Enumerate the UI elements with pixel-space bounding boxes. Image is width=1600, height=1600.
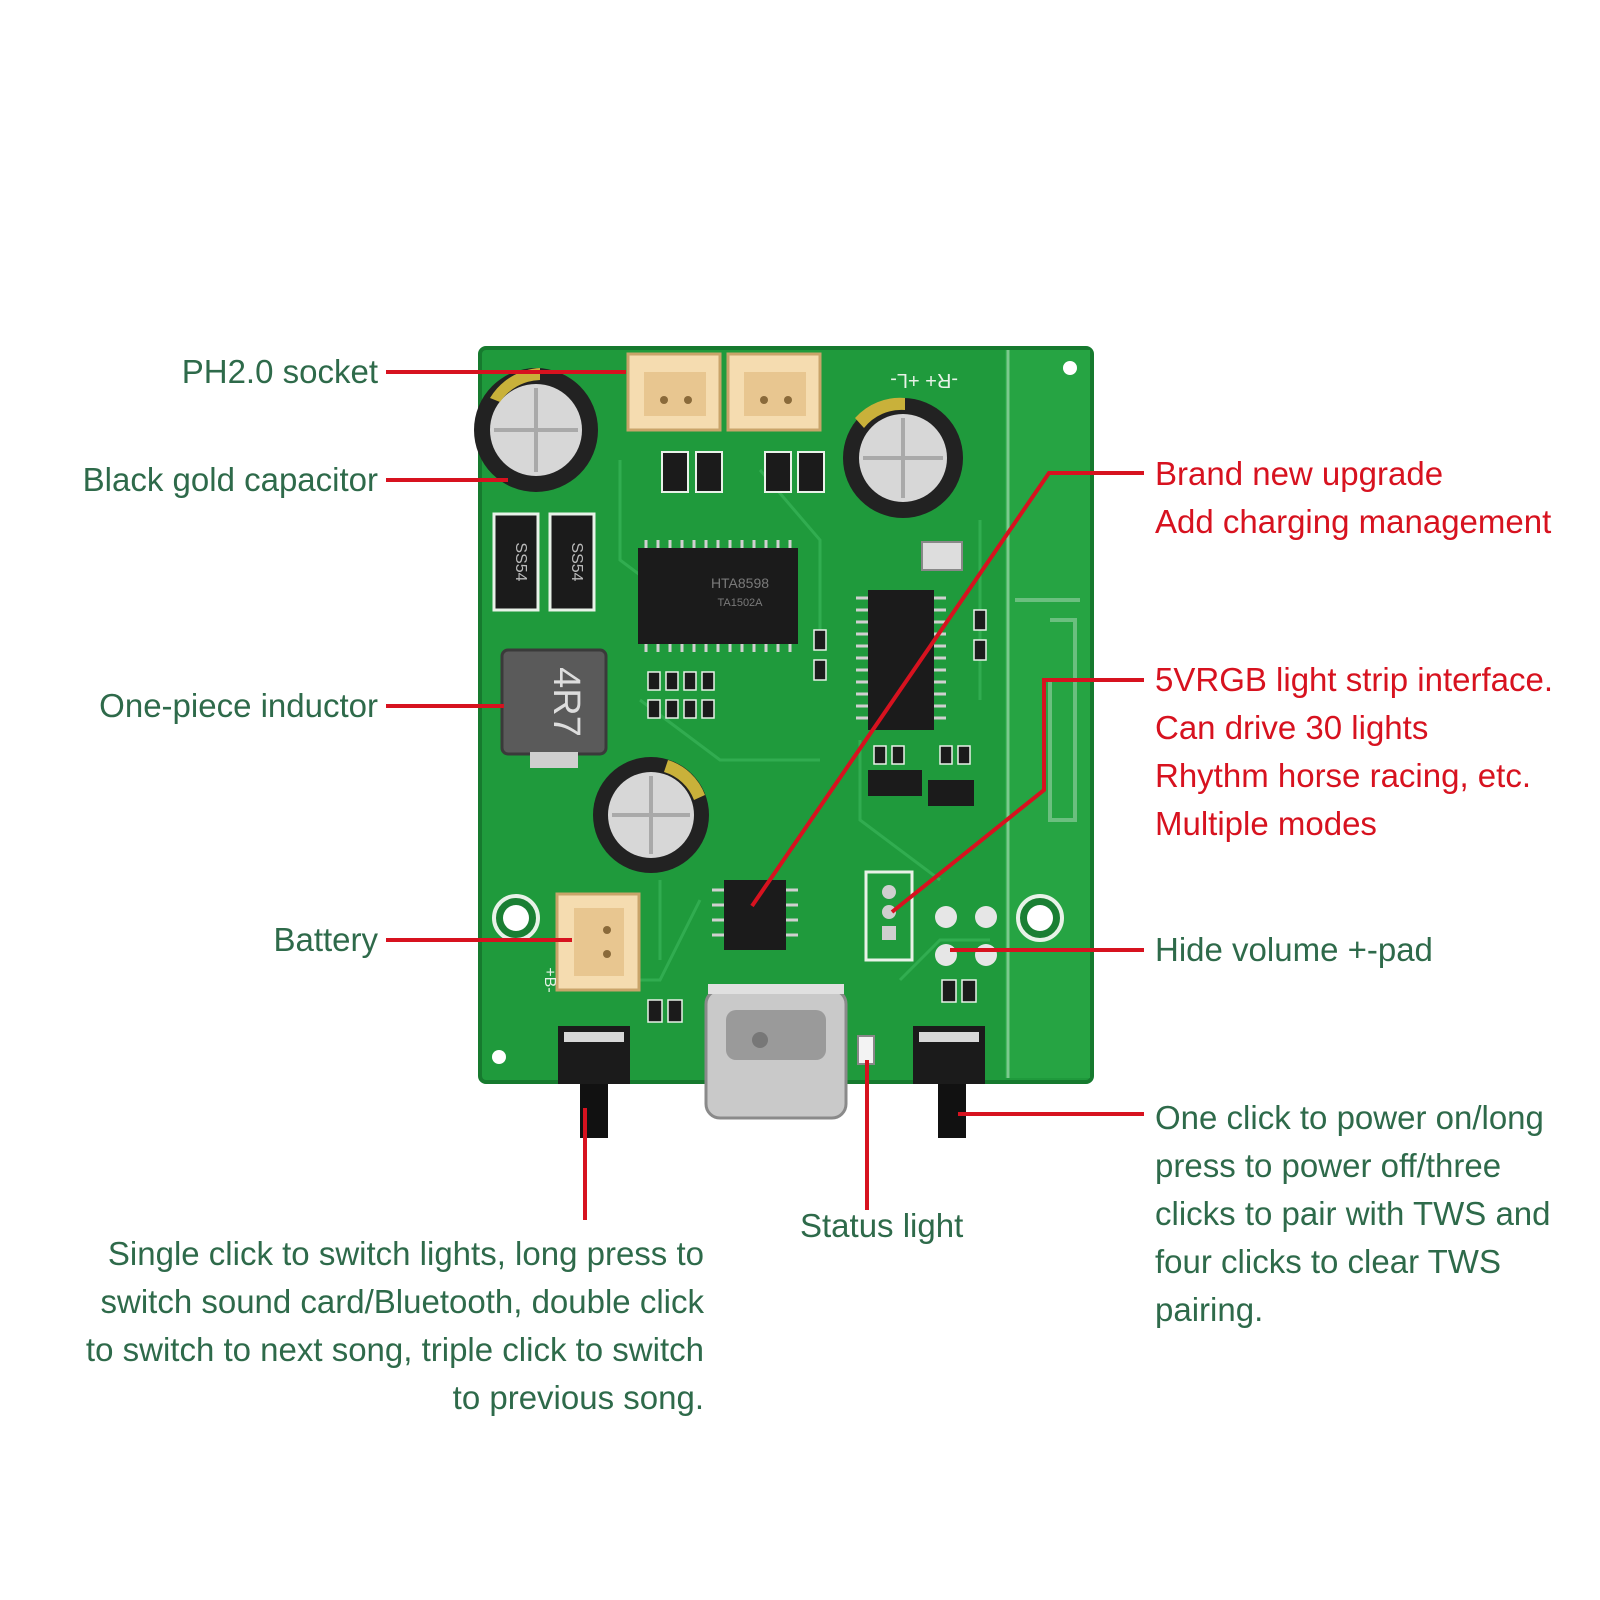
status-light-label: Status light: [800, 1207, 964, 1244]
svg-text:HTA8598: HTA8598: [711, 575, 769, 591]
battery-label: Battery: [273, 921, 378, 958]
svg-text:SS54: SS54: [568, 542, 585, 581]
capacitor-icon: [843, 397, 963, 518]
ph20-socket-right: [726, 352, 822, 432]
light-button-label: Single click to switch lights, long pres…: [85, 1235, 704, 1416]
brand-new-upgrade-label: Brand new upgrade Add charging managemen…: [1155, 455, 1552, 540]
leader-upgrade: [750, 471, 1144, 908]
rgb-interface: [864, 870, 914, 962]
tactile-button-icon: [913, 1026, 985, 1138]
speaker-marking: -R+ +L-: [890, 369, 958, 391]
amplifier-chip: HTA8598 TA1502A: [638, 540, 798, 652]
power-button-label: One click to power on/long press to powe…: [1155, 1099, 1551, 1328]
black-gold-capacitor-label: Black gold capacitor: [82, 461, 378, 498]
one-piece-inductor-label: One-piece inductor: [99, 687, 378, 724]
inductor-4r7: 4R7: [500, 648, 608, 768]
battery-marking: +B-: [541, 967, 558, 992]
status-led: [857, 1035, 875, 1065]
bluetooth-chip: [856, 590, 946, 730]
ph20-socket-label: PH2.0 socket: [181, 353, 378, 390]
capacitor-icon: [593, 757, 709, 873]
battery-socket: [555, 892, 641, 992]
rgb-interface-label: 5VRGB light strip interface. Can drive 3…: [1155, 661, 1553, 842]
op-amp-chip: [712, 880, 798, 950]
svg-text:SS54: SS54: [512, 542, 529, 581]
capacitor-icon: [474, 368, 598, 492]
leader-rgb: [890, 678, 1144, 914]
ph20-socket-left: [626, 352, 722, 432]
diode-ss54: SS54 SS54: [492, 512, 596, 612]
antenna-area: [1005, 350, 1090, 1078]
hide-volume-label: Hide volume +-pad: [1155, 931, 1433, 968]
tactile-button-icon: [558, 1026, 630, 1138]
svg-text:TA1502A: TA1502A: [717, 597, 763, 609]
usb-c-port-icon: [704, 984, 848, 1120]
svg-text:4R7: 4R7: [545, 667, 587, 737]
